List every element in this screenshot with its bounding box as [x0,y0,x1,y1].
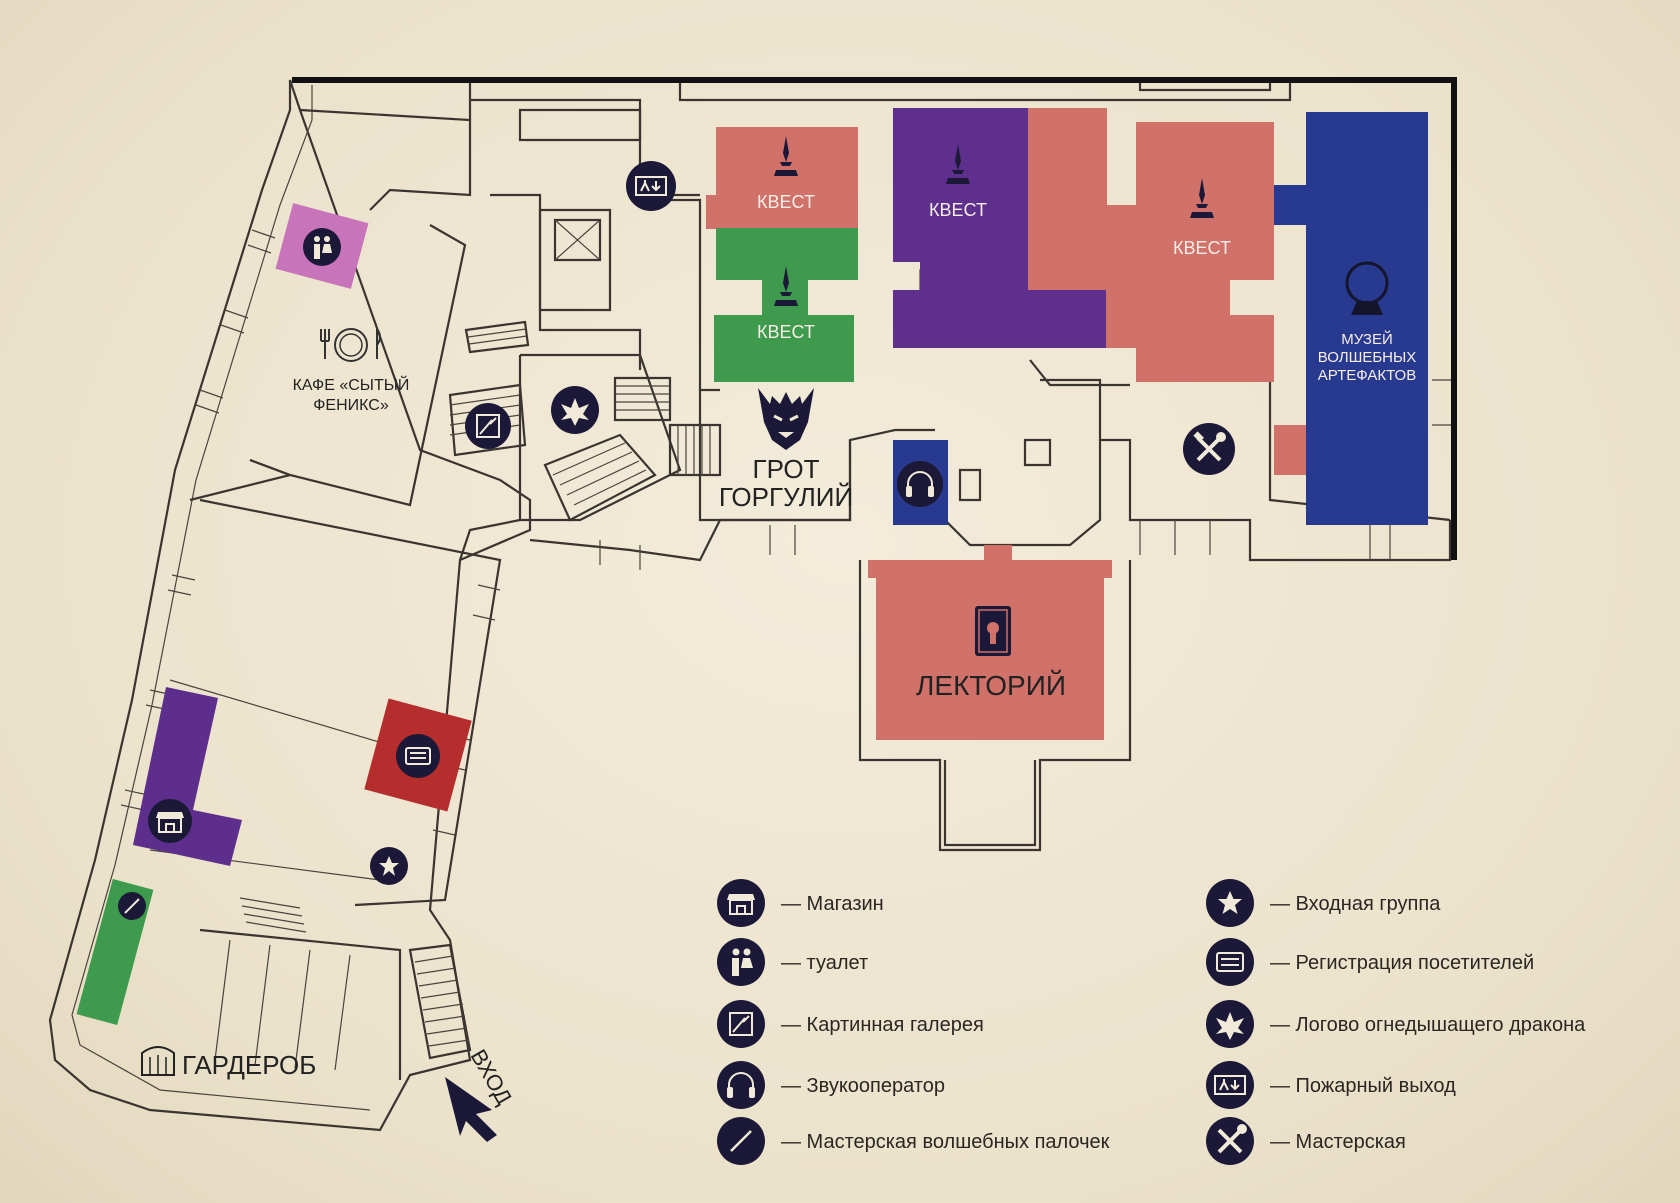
toilet-icon[interactable] [303,228,341,266]
legend-item-register: — Регистрация посетителей [1206,938,1534,986]
legend-item-fire-exit: — Пожарный выход [1206,1061,1456,1109]
legend-item-wand: — Мастерская волшебных палочек [717,1117,1110,1165]
legend-item-dragon: — Логово огнедышащего дракона [1206,1000,1586,1048]
wardrobe-door-icon [141,1046,175,1076]
quest-3-label: КВЕСТ [929,200,987,220]
museum-label-line3: АРТЕФАКТОВ [1318,367,1416,384]
shop-icon[interactable] [148,799,192,843]
quest-2-label: КВЕСТ [757,322,815,342]
legend-label: — Звукооператор [781,1075,945,1097]
lecture-hall-label: ЛЕКТОРИЙ [916,670,1066,701]
legend-label: — Пожарный выход [1270,1075,1456,1097]
wardrobe-label: ГАРДЕРОБ [182,1050,316,1080]
grotto-label-line1: ГРОТ [753,454,820,484]
legend-item-tools: — Мастерская [1206,1117,1406,1165]
museum-room[interactable] [1274,112,1428,525]
legend-item-star: — Входная группа [1206,879,1441,927]
legend-label: — Входная группа [1270,893,1441,915]
legend-label: — Картинная галерея [781,1014,984,1036]
legend-item-headphones: — Звукооператор [717,1061,945,1109]
wand-icon[interactable] [118,892,146,920]
sword-icon [1190,178,1214,218]
book-icon [975,606,1011,656]
map-badges [118,161,1235,920]
room-labels: КВЕСТ КВЕСТ КВЕСТ КВЕСТ МУЗЕЙ ВОЛШЕБНЫХ … [182,192,1416,1109]
crystal-ball-icon [1345,261,1389,315]
colored-rooms [76,108,1428,1026]
museum-label-line1: МУЗЕЙ [1341,330,1393,348]
central-stairs [448,320,722,522]
legend-label: — Магазин [781,893,884,915]
sword-icon [774,136,798,176]
quest-room-4[interactable] [1028,108,1274,382]
cafe-label-line1: КАФЕ «СЫТЫЙ [293,375,410,394]
grotto-label-line2: ГОРГУЛИЙ [719,482,853,512]
entrance-arrow-icon [445,1077,497,1142]
gargoyle-icon [758,388,814,450]
legend: — Магазин — туалет — Картинная галерея —… [717,879,1586,1165]
quest-icons [774,136,1214,306]
sword-icon [946,144,970,184]
cafe-label-line2: ФЕНИКС» [313,397,389,414]
legend-item-shop: — Магазин [717,879,884,927]
quest-room-3[interactable] [893,108,1106,348]
star-icon[interactable] [370,847,408,885]
museum-label-line2: ВОЛШЕБНЫХ [1318,349,1417,366]
register-icon[interactable] [396,734,440,778]
tools-icon[interactable] [1183,423,1235,475]
headphones-icon[interactable] [897,461,943,507]
outer-wall [292,77,1457,560]
entrance-stairs [408,943,472,1060]
quest-4-label: КВЕСТ [1173,238,1231,258]
legend-label: — туалет [781,952,868,974]
legend-label: — Логово огнедышащего дракона [1270,1014,1586,1036]
legend-label: — Мастерская [1270,1131,1406,1153]
dragon-icon[interactable] [551,386,599,434]
legend-label: — Регистрация посетителей [1270,952,1534,974]
legend-item-toilet: — туалет [717,938,868,986]
gallery-icon[interactable] [465,403,511,449]
legend-label: — Мастерская волшебных палочек [781,1131,1110,1153]
sword-icon [774,266,798,306]
cafe-plate-icon [320,328,381,362]
fire-exit-icon[interactable] [626,161,676,211]
quest-1-label: КВЕСТ [757,192,815,212]
legend-item-gallery: — Картинная галерея [717,1000,984,1048]
